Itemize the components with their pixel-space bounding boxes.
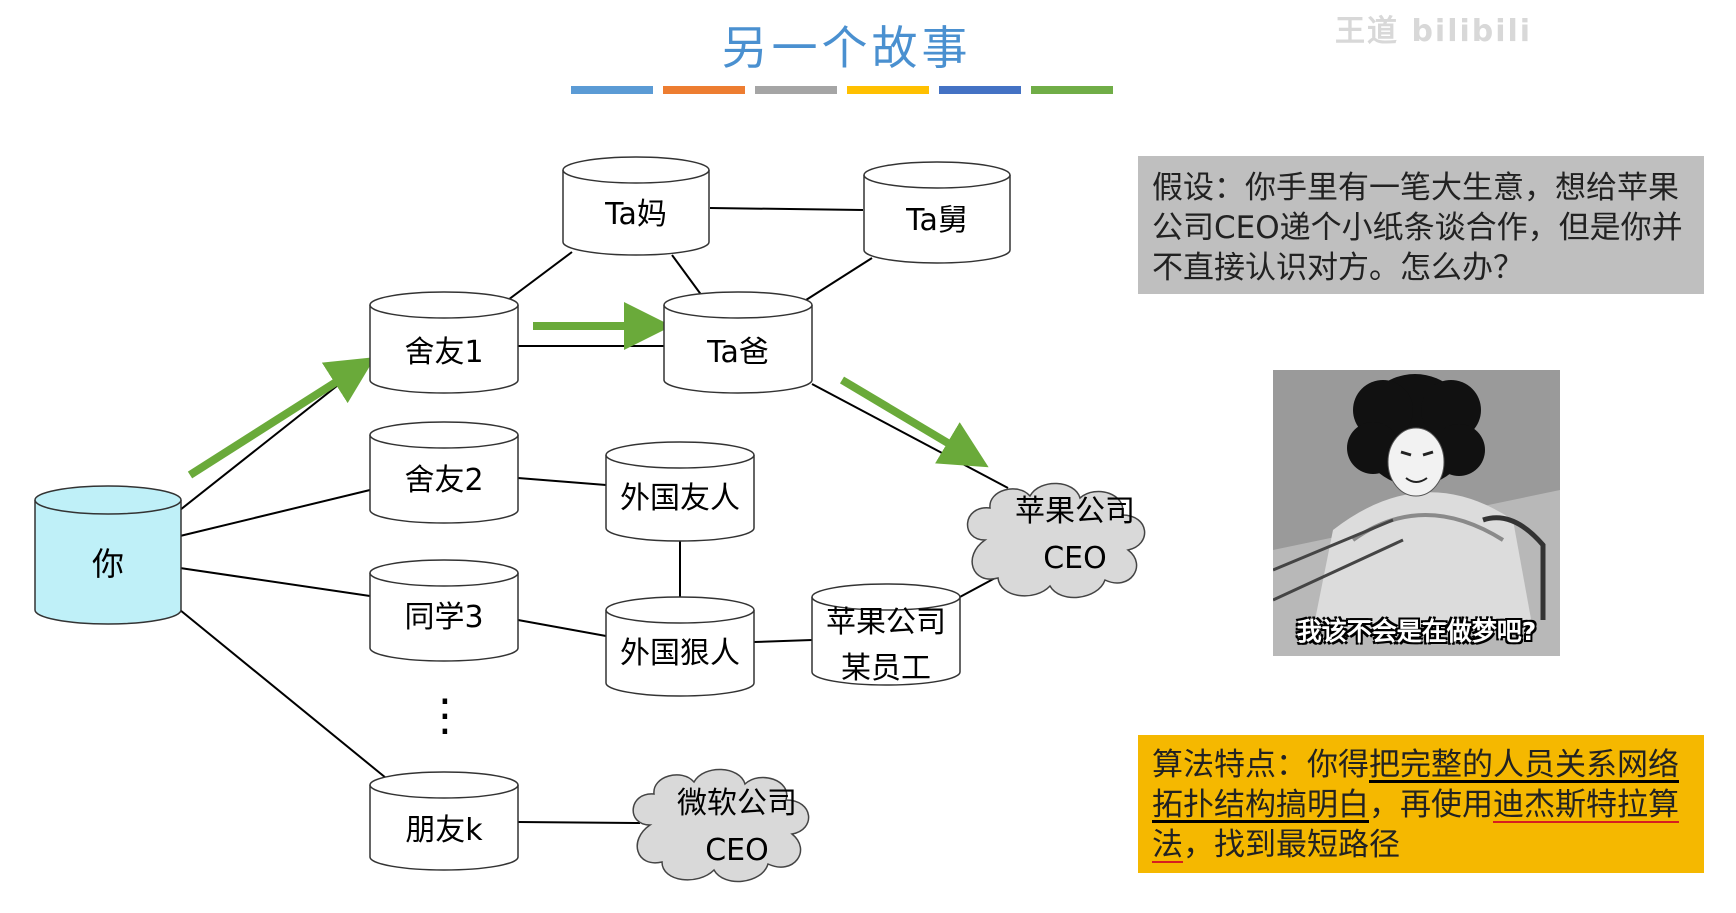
node-apple-ceo-cloud: 苹果公司 CEO — [966, 482, 1146, 599]
assumption-note-text: 假设：你手里有一笔大生意，想给苹果公司CEO递个小纸条谈合作，但是你并不直接认识… — [1152, 170, 1683, 286]
node-ta-dad: Ta爸 — [663, 291, 813, 394]
node-apple-ceo-line2: CEO — [1043, 541, 1107, 576]
node-foreign-friend: 外国友人 — [605, 441, 755, 542]
color-bar — [1031, 86, 1113, 94]
node-classmate3-label: 同学3 — [404, 600, 483, 635]
edge — [671, 254, 706, 301]
algorithm-note-suffix: ，找到最短路径 — [1183, 827, 1400, 863]
node-friendk-label: 朋友k — [405, 813, 483, 848]
node-apple-employee: 苹果公司 某员工 — [811, 583, 961, 686]
color-bar — [663, 86, 745, 94]
edge — [179, 489, 371, 537]
node-apple-employee-line2: 某员工 — [841, 651, 931, 686]
edge — [811, 383, 1009, 489]
node-ta-dad-label: Ta爸 — [706, 335, 769, 370]
page-title: 另一个故事 — [721, 21, 972, 75]
ellipsis: ⋮ — [423, 690, 467, 741]
edge — [179, 609, 387, 779]
node-roommate2: 舍友2 — [369, 421, 519, 524]
node-foreign-wolf: 外国狠人 — [605, 596, 755, 697]
node-apple-employee-line1: 苹果公司 — [826, 605, 946, 640]
node-you: 你 — [34, 485, 182, 625]
edge — [517, 821, 641, 824]
color-bar — [755, 86, 837, 94]
algorithm-note-prefix: 算法特点：你得 — [1152, 747, 1369, 783]
node-ta-uncle-label: Ta舅 — [905, 203, 968, 238]
edge — [805, 257, 873, 301]
node-roommate2-label: 舍友2 — [404, 463, 483, 498]
edge — [179, 567, 371, 597]
node-you-label: 你 — [92, 545, 124, 583]
meme-illustration — [1273, 370, 1560, 656]
node-ta-mom-label: Ta妈 — [604, 197, 667, 232]
algorithm-note-underlined: 把完整的人员关系网络拓扑结构搞明白 — [1152, 747, 1679, 823]
edge — [709, 207, 864, 211]
node-apple-ceo-line1: 苹果公司 — [1015, 494, 1135, 529]
algorithm-note: 算法特点：你得把完整的人员关系网络拓扑结构搞明白，再使用迪杰斯特拉算法，找到最短… — [1138, 735, 1704, 873]
edge — [517, 619, 607, 637]
edge — [507, 251, 573, 301]
edge — [517, 477, 607, 486]
node-ms-ceo-line2: CEO — [705, 833, 769, 868]
node-classmate3: 同学3 — [369, 559, 519, 662]
color-bar — [939, 86, 1021, 94]
node-ta-mom: Ta妈 — [562, 156, 710, 256]
path-arrow — [839, 376, 989, 468]
node-roommate1: 舍友1 — [369, 291, 519, 394]
edges — [179, 207, 1011, 824]
algorithm-note-middle: ，再使用 — [1369, 787, 1493, 823]
color-bar — [847, 86, 929, 94]
node-ms-ceo-cloud: 微软公司 CEO — [632, 768, 810, 883]
path-arrows — [187, 302, 989, 479]
node-friendk: 朋友k — [369, 771, 519, 871]
meme-image: 我该不会是在做梦吧? — [1273, 370, 1560, 656]
watermark: 王道 bilibili — [1335, 14, 1533, 49]
node-foreign-wolf-label: 外国狠人 — [620, 636, 740, 671]
meme-caption: 我该不会是在做梦吧? — [1296, 617, 1537, 646]
assumption-note: 假设：你手里有一笔大生意，想给苹果公司CEO递个小纸条谈合作，但是你并不直接认识… — [1138, 156, 1704, 294]
edge — [753, 639, 813, 643]
node-ms-ceo-line1: 微软公司 — [677, 786, 797, 821]
node-roommate1-label: 舍友1 — [404, 335, 483, 370]
node-foreign-friend-label: 外国友人 — [620, 481, 740, 516]
color-bar — [571, 86, 653, 94]
path-arrow — [187, 357, 376, 479]
node-ta-uncle: Ta舅 — [863, 161, 1011, 264]
algorithm-note-dijkstra: 迪杰斯特拉算法 — [1152, 787, 1679, 863]
